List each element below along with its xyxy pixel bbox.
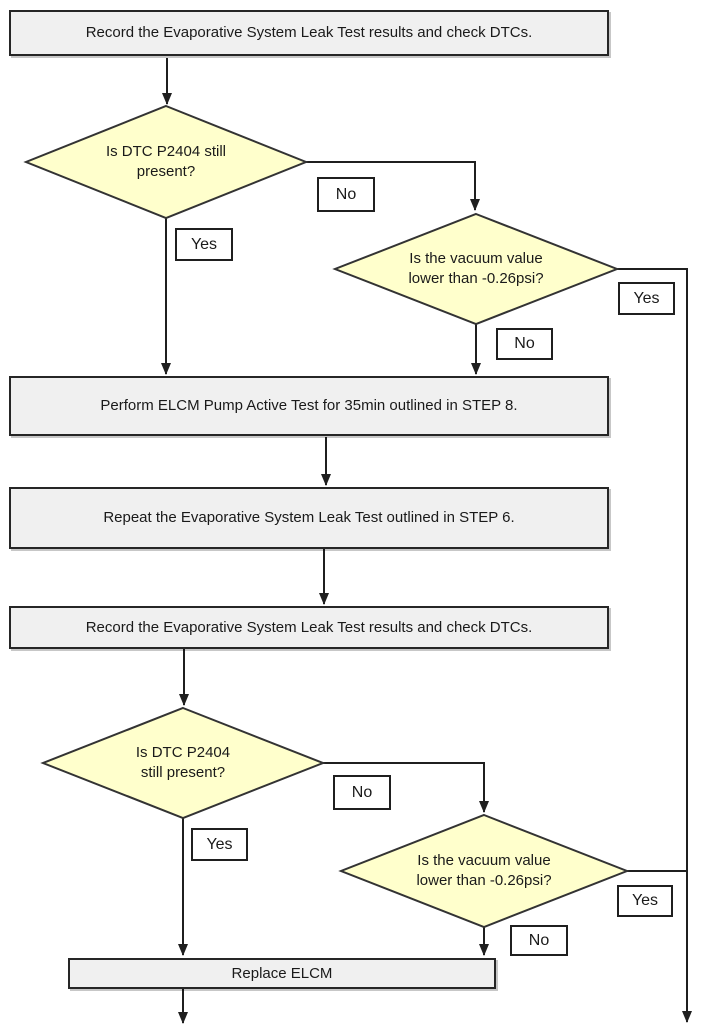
label-dtc2-no: No [333,775,391,810]
decision-vacuum2-shape [338,813,630,929]
process-replace-elcm-text: Replace ELCM [231,964,333,982]
process-repeat-leak-test-text: Repeat the Evaporative System Leak Test … [103,509,515,526]
connector-vacuum1-yes-down-right [617,268,692,1023]
process-perform-pump-test: Perform ELCM Pump Active Test for 35min … [9,376,609,436]
process-record-results-2-text: Record the Evaporative System Leak Test … [85,618,533,636]
process-record-results-1: Record the Evaporative System Leak Test … [9,10,609,56]
label-dtc2-yes: Yes [191,828,248,861]
label-vacuum2-yes: Yes [617,885,673,917]
label-vacuum2-no: No [510,925,568,956]
label-vacuum1-no: No [496,328,553,360]
connector-dtc2-no-to-vacuum2 [320,762,489,813]
label-dtc1-no: No [317,177,375,212]
label-dtc1-yes: Yes [175,228,233,261]
decision-dtc1-shape [23,104,309,220]
connector-dtc1-no-to-vacuum1 [306,161,480,211]
decision-dtc2-shape [40,706,326,820]
process-record-results-2: Record the Evaporative System Leak Test … [9,606,609,649]
process-perform-pump-test-text: Perform ELCM Pump Active Test for 35min … [100,397,518,414]
process-record-results-1-text: Record the Evaporative System Leak Test … [85,24,533,41]
process-repeat-leak-test: Repeat the Evaporative System Leak Test … [9,487,609,549]
process-replace-elcm: Replace ELCM [68,958,496,989]
label-vacuum1-yes: Yes [618,282,675,315]
decision-vacuum1-shape [332,212,620,326]
